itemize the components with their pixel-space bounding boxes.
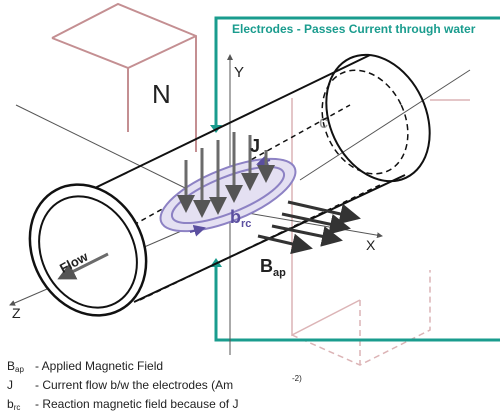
applied-field-arrows [257,200,361,255]
current-arrows [177,132,275,218]
current-j-label: J [250,136,260,156]
bap-label: Bap [260,256,286,279]
legend-symbol: Bap [7,359,24,374]
legend-text: - Reaction magnetic field because of J [35,397,239,411]
legend-symbol: J [7,378,13,392]
inner-c-label: c [319,112,328,132]
electrode-frame [214,16,500,342]
y-axis-label: Y [234,64,244,81]
legend-row-brc: brc - Reaction magnetic field because of … [7,398,238,417]
magnet-n-label: N [152,79,171,109]
legend-row-j: J - Current flow b/w the electrodes (Am -2… [7,375,302,398]
legend-text: - Current flow b/w the electrodes (Am [35,378,234,392]
pipe-far-end [321,53,431,183]
brc-label: brc [230,207,251,230]
legend-text: - Applied Magnetic Field [35,359,164,373]
x-axis-label: X [366,237,376,253]
legend-row-bap: Bap - Applied Magnetic Field [7,360,238,379]
north-magnet [51,2,197,152]
legend-symbol: brc [7,397,21,412]
flow-arrow [57,252,109,280]
electrodes-caption: Electrodes - Passes Current through wate… [232,22,476,36]
south-magnet [291,98,470,366]
legend: Bap - Applied Magnetic Field J - Current f… [7,360,302,417]
brc-loops [159,155,297,237]
z-axis-label: Z [12,305,21,321]
pipe-near-end [28,183,148,317]
legend-superscript: -2) [292,374,302,383]
